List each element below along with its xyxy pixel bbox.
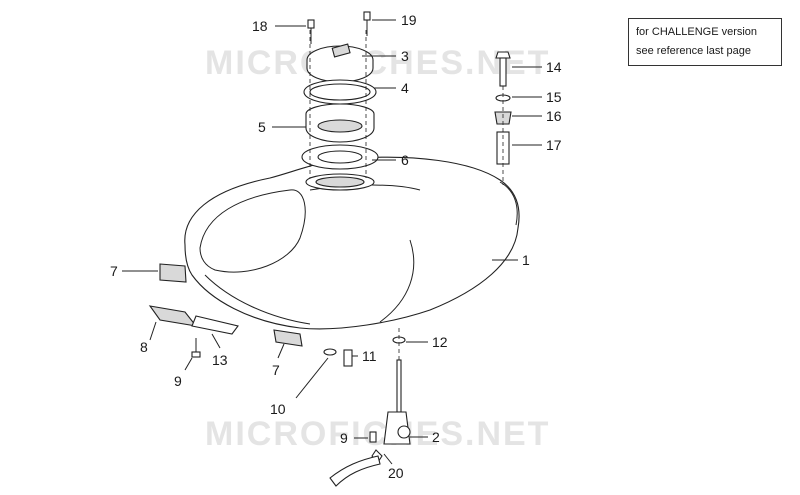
filler-cap-assembly bbox=[301, 30, 379, 178]
callout-9-right: 9 bbox=[340, 430, 348, 446]
callout-7-right: 7 bbox=[272, 362, 280, 378]
fuel-tank bbox=[184, 156, 520, 330]
rubber-pads bbox=[148, 263, 303, 347]
callout-10: 10 bbox=[270, 401, 286, 417]
note-line-2: see reference last page bbox=[636, 45, 751, 57]
callout-13: 13 bbox=[212, 352, 228, 368]
fuel-tap bbox=[329, 359, 411, 487]
callout-labels: 18 19 3 4 5 6 14 15 16 17 1 7 8 9 13 7 1… bbox=[110, 12, 562, 481]
note-line-1: for CHALLENGE version bbox=[636, 26, 758, 38]
callout-1: 1 bbox=[522, 252, 530, 268]
callout-12: 12 bbox=[432, 334, 448, 350]
callout-7-left: 7 bbox=[110, 263, 118, 279]
callout-2: 2 bbox=[432, 429, 440, 445]
callout-5: 5 bbox=[258, 119, 266, 135]
callout-8: 8 bbox=[140, 339, 148, 355]
callout-4: 4 bbox=[401, 80, 409, 96]
mounting-hardware-right bbox=[494, 51, 512, 185]
watermark-bottom: MICROFICHES.NET bbox=[205, 415, 550, 453]
callout-14: 14 bbox=[546, 59, 562, 75]
callout-16: 16 bbox=[546, 108, 562, 124]
callout-3: 3 bbox=[401, 48, 409, 64]
callout-15: 15 bbox=[546, 89, 562, 105]
callout-19: 19 bbox=[401, 12, 417, 28]
callout-20: 20 bbox=[388, 465, 404, 481]
callout-9-left: 9 bbox=[174, 373, 182, 389]
challenge-version-note: for CHALLENGE version see reference last… bbox=[628, 18, 782, 66]
callout-6: 6 bbox=[401, 152, 409, 168]
callout-18: 18 bbox=[252, 18, 268, 34]
watermark-top: MICROFICHES.NET bbox=[205, 44, 550, 82]
callout-leaders bbox=[122, 19, 542, 465]
callout-17: 17 bbox=[546, 137, 562, 153]
screws-top bbox=[307, 11, 371, 44]
callout-11: 11 bbox=[362, 348, 377, 364]
